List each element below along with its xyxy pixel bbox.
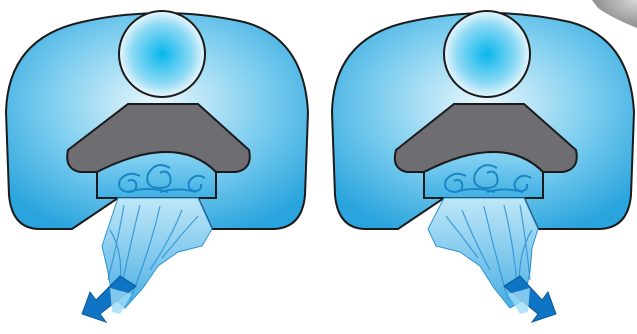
panel-left — [6, 11, 308, 322]
orb-circle — [444, 11, 530, 97]
panel-right — [332, 11, 634, 322]
orb-circle — [119, 11, 205, 97]
corner-shadow-shape — [592, 0, 637, 28]
